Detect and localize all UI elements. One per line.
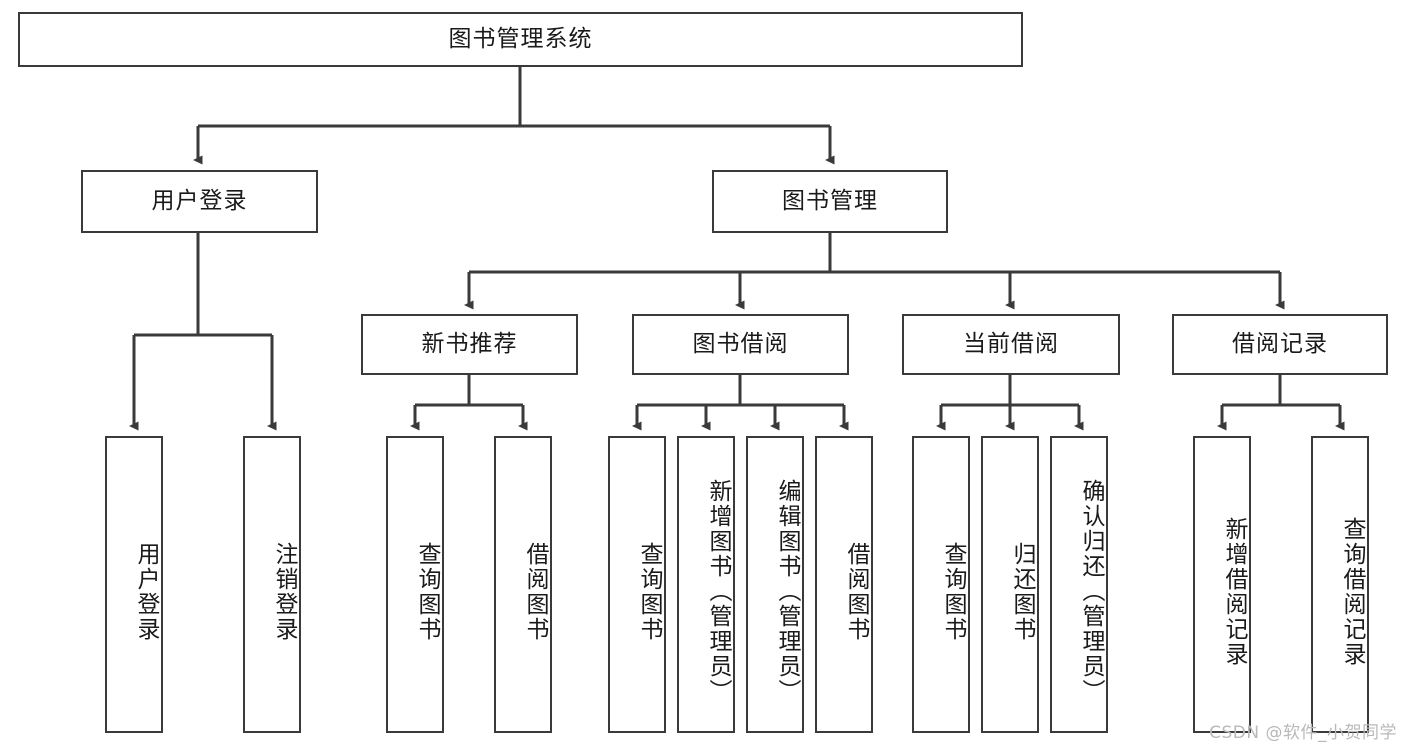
leaf-user-login-logout[interactable]: 注销登录 — [243, 436, 301, 733]
node-label: 查询图书 — [414, 541, 440, 642]
leaf-new-book-borrow-book[interactable]: 借阅图书 — [494, 436, 552, 733]
node-label: 图书管理 — [782, 187, 878, 214]
node-label: 借阅记录 — [1232, 330, 1328, 357]
leaf-borrow-edit-book-admin[interactable]: 编辑图书（管理员） — [746, 436, 804, 733]
node-label: 编辑图书（管理员） — [774, 479, 800, 704]
node-label: 用户登录 — [133, 541, 159, 642]
node-label: 新增借阅记录 — [1221, 516, 1247, 667]
node-book-management[interactable]: 图书管理 — [712, 170, 948, 233]
node-label: 当前借阅 — [963, 330, 1059, 357]
node-label: 新增图书（管理员） — [705, 479, 731, 704]
node-label: 注销登录 — [271, 541, 297, 642]
leaf-current-confirm-return-admin[interactable]: 确认归还（管理员） — [1050, 436, 1108, 733]
csdn-watermark: CSDN @软件_小贺同学 — [1209, 723, 1397, 743]
leaf-borrow-add-book-admin[interactable]: 新增图书（管理员） — [677, 436, 735, 733]
node-root-book-management-system[interactable]: 图书管理系统 — [18, 12, 1023, 67]
leaf-current-query-book[interactable]: 查询图书 — [912, 436, 970, 733]
node-borrowing-record[interactable]: 借阅记录 — [1172, 314, 1388, 375]
node-new-book-recommendation[interactable]: 新书推荐 — [361, 314, 578, 375]
node-label: 查询图书 — [940, 541, 966, 642]
leaf-user-login-login[interactable]: 用户登录 — [105, 436, 163, 733]
node-label: 图书管理系统 — [448, 25, 593, 52]
leaf-new-book-query-book[interactable]: 查询图书 — [386, 436, 444, 733]
node-label: 借阅图书 — [843, 541, 869, 642]
leaf-current-return-book[interactable]: 归还图书 — [981, 436, 1039, 733]
node-label: 借阅图书 — [522, 541, 548, 642]
node-label: 查询图书 — [636, 541, 662, 642]
node-current-borrowing[interactable]: 当前借阅 — [902, 314, 1120, 375]
leaf-record-add-record[interactable]: 新增借阅记录 — [1193, 436, 1251, 733]
node-label: 归还图书 — [1009, 541, 1035, 642]
node-user-login[interactable]: 用户登录 — [81, 170, 318, 233]
node-label: 查询借阅记录 — [1339, 516, 1365, 667]
leaf-borrow-borrow-book[interactable]: 借阅图书 — [815, 436, 873, 733]
leaf-record-query-record[interactable]: 查询借阅记录 — [1311, 436, 1369, 733]
node-label: 确认归还（管理员） — [1078, 479, 1104, 704]
node-book-borrowing[interactable]: 图书借阅 — [632, 314, 849, 375]
leaf-borrow-query-book[interactable]: 查询图书 — [608, 436, 666, 733]
node-label: 新书推荐 — [421, 330, 518, 357]
node-label: 用户登录 — [151, 187, 248, 214]
node-label: 图书借阅 — [692, 330, 789, 357]
